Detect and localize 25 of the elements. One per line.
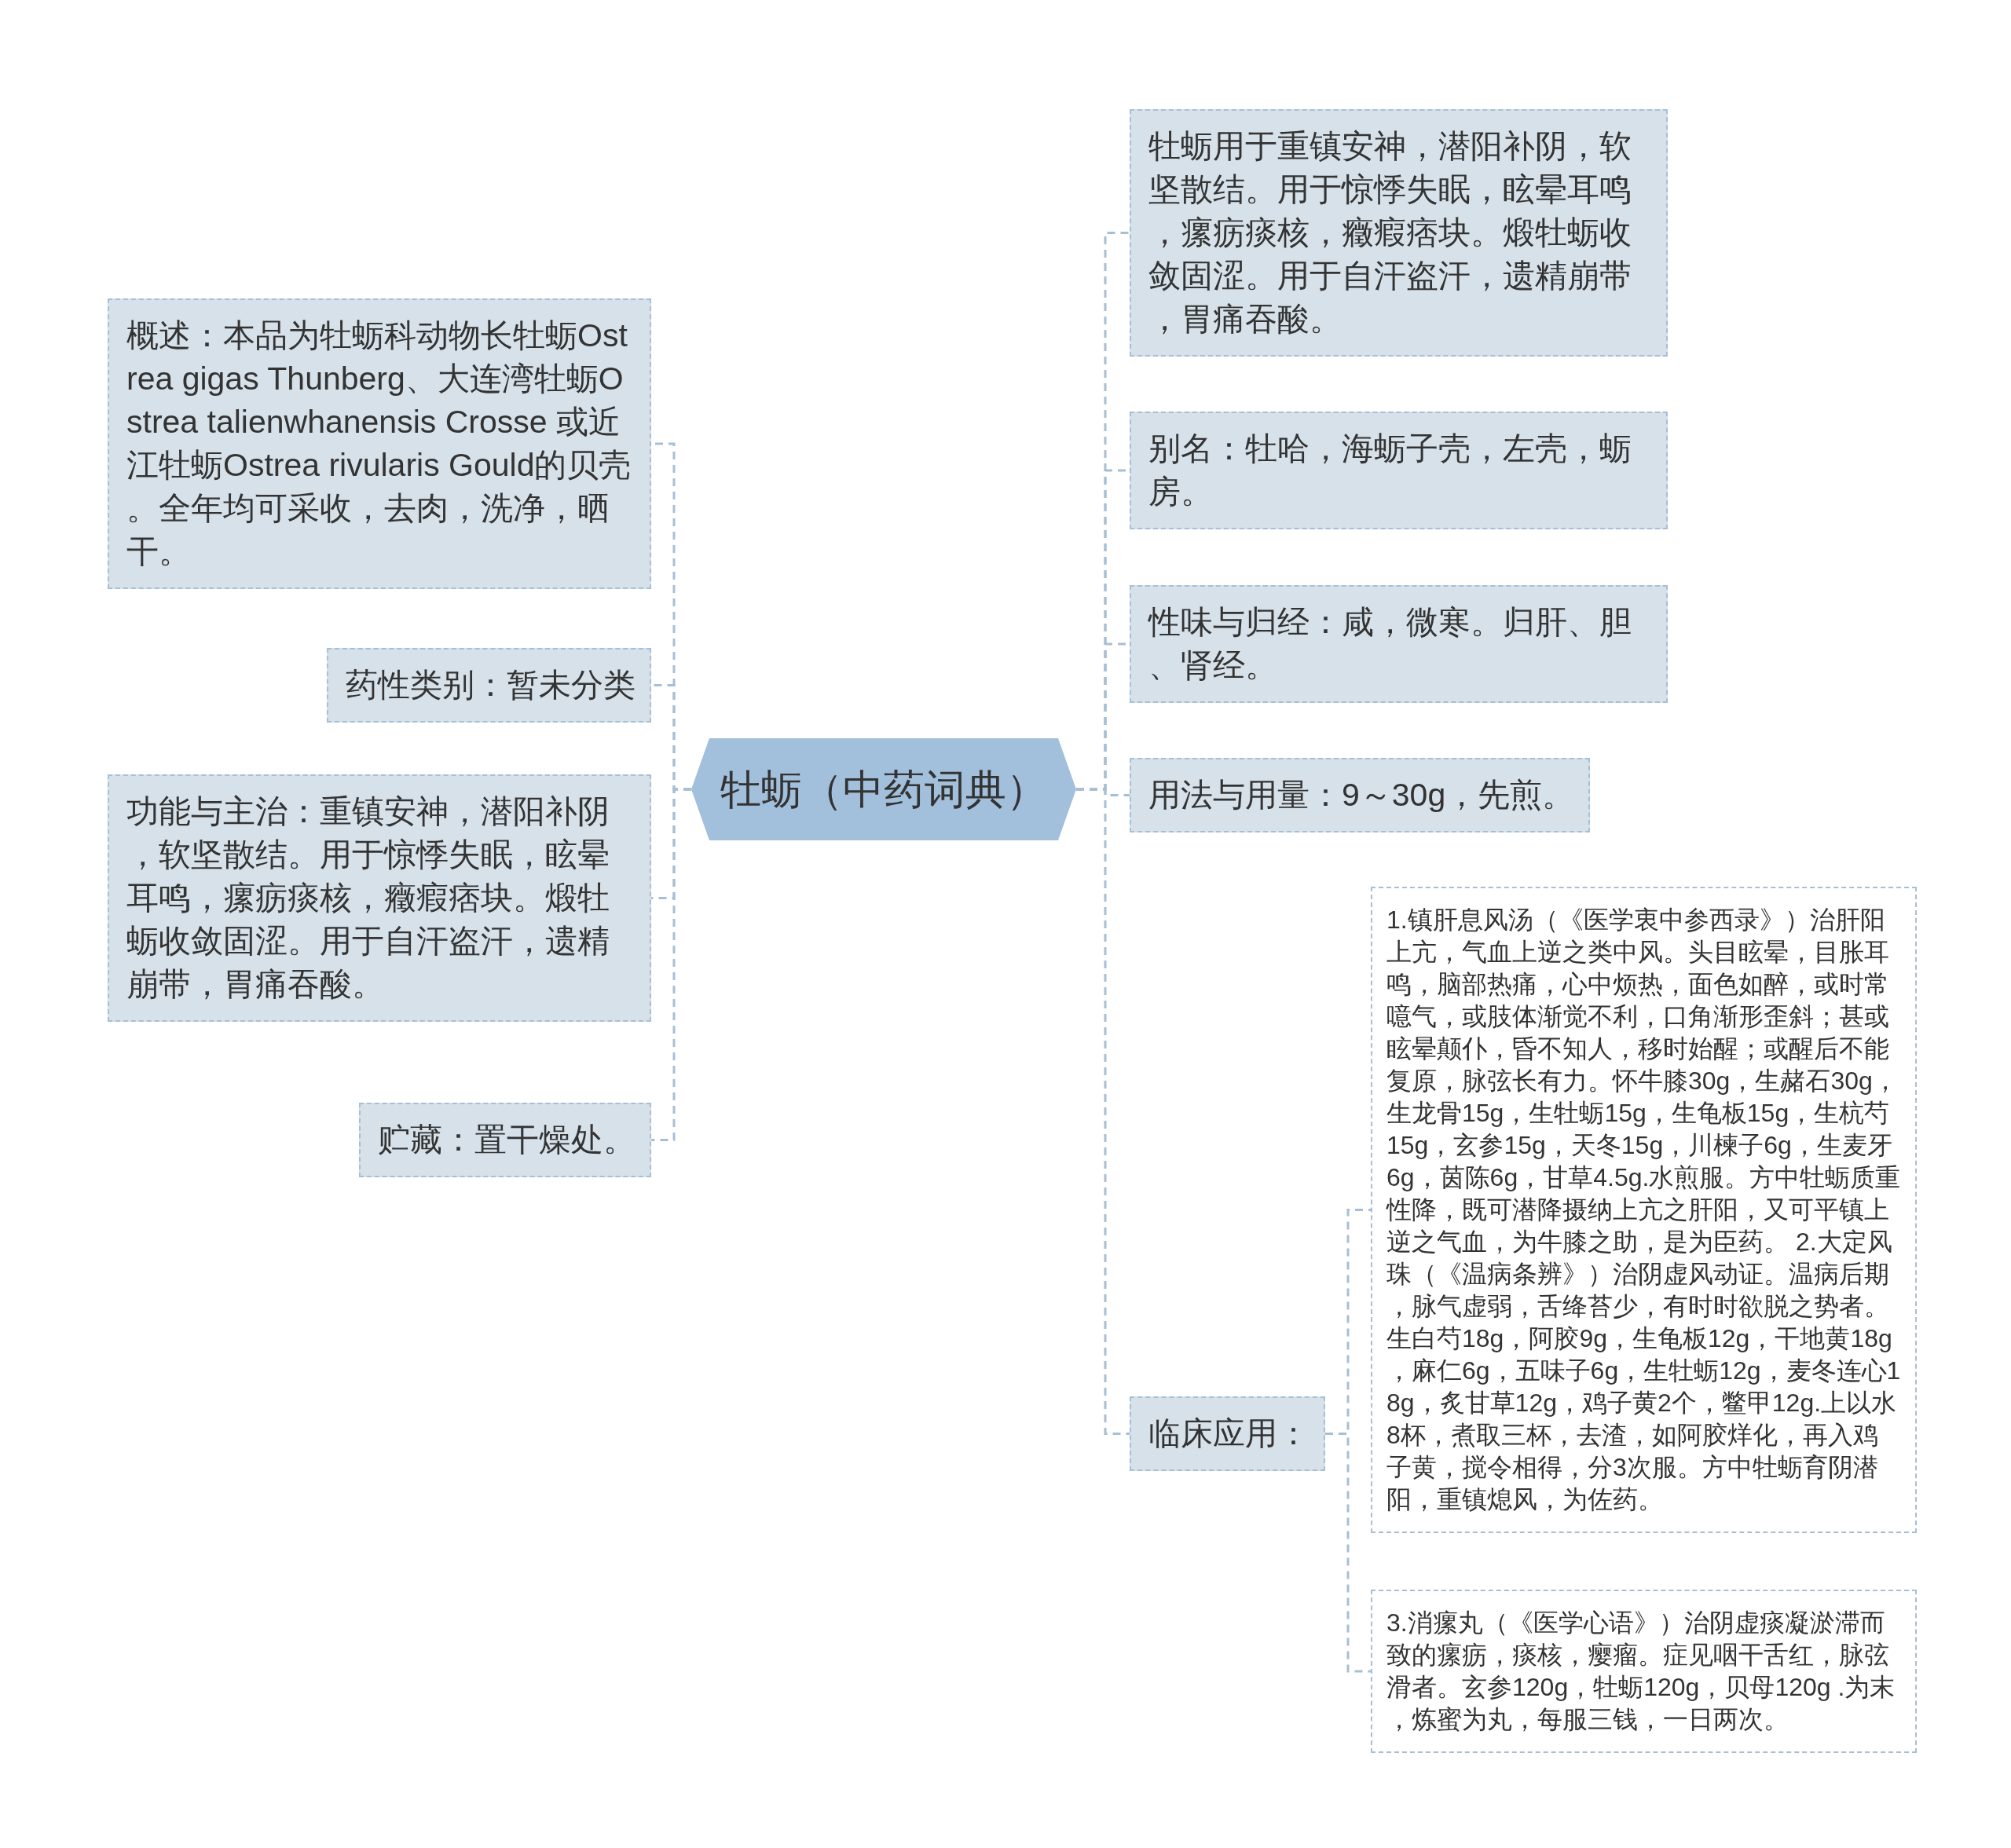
topic-box <box>1130 412 1668 529</box>
note-box <box>1371 1590 1917 1753</box>
topic-text: 临床应用： <box>1148 1414 1310 1453</box>
topic-text: 性味与归经：咸，微寒。归肝、胆、肾经。 <box>1148 603 1632 685</box>
topic-text: 用法与用量：9～30g，先煎。 <box>1148 776 1575 814</box>
topic-box <box>1130 585 1668 703</box>
connector-line <box>651 788 691 1141</box>
topic-box <box>1130 1396 1325 1471</box>
topic-box <box>327 648 651 723</box>
note-text: 1.镇肝息风汤（《医学衷中参西录》）治肝阳上亢，气血上逆之类中风。头目眩晕，目胀耳鸣，脑部热痛，心中烦热，面色如醉，或时常噫气，或肢体渐觉不利，口角渐形歪斜；甚或眩晕颠仆，昏不知人，移时始醒；或醒后不能复原，脉弦长有力。怀牛膝30g，生赭石30g，生龙骨15g，生牡蛎15g，生龟板15g，生杭芍15g，玄参15g，天冬15g，川楝子6g，生麦牙6g，茵陈6g，甘草4.5g.水煎服。方中牡蛎质重性降，既可潜降摄纳上亢之肝阳，又可平镇上逆之气血，为牛膝之助，是为臣药。 2.大定风珠（《温病条辨》）治阴虚风动证。温病后期，脉气虚弱，舌绛苔少，有时时欲脱之势者。生白芍18g，阿胶9g，生龟板12g，干地黄18g，麻仁6g，五味子6g，生牡蛎12g，麦冬连心18g，炙甘草12g，鸡子黄2个，鳖甲12g.上以水8杯，煮取三杯，去渣，如阿胶烊化，再入鸡子黄，搅令相得，分3次服。方中牡蛎育阴潜阳，重镇熄风，为佐药。 <box>1386 905 1901 1515</box>
topic-text: 别名：牡哈，海蛎子壳，左壳，蛎房。 <box>1148 430 1632 511</box>
topic-text: 药性类别：暂未分类 <box>346 666 636 704</box>
topic-box <box>359 1103 651 1177</box>
note-text: 3.消瘰丸（《医学心语》）治阴虚痰凝淤滞而致的瘰疬，痰核，瘿瘤。症见咽干舌红，脉弦滑者。玄参120g，牡蛎120g，贝母120g .为末，炼蜜为丸，每服三钱，一日两次。 <box>1386 1608 1896 1735</box>
topic-text: 概述：本品为牡蛎科动物长牡蛎Ostrea gigas Thunberg、大连湾牡蛎Ostrea talienwhanensis Crosse 或近江牡蛎Ostrea rivularis Gould的贝壳。全年均可采收，去肉，洗净，晒干。 <box>126 317 632 571</box>
connector-line <box>1325 1433 1371 1673</box>
central-topic-title: 牡蛎（中药词典） <box>720 766 1047 814</box>
topic-box <box>1130 109 1668 357</box>
central-topic <box>691 738 1076 840</box>
topic-box <box>108 774 651 1022</box>
topic-text: 牡蛎用于重镇安神，潜阳补阴，软坚散结。用于惊悸失眠，眩晕耳鸣，瘰疬痰核，癥瘕痞块。煅牡蛎收敛固涩。用于自汗盗汗，遗精崩带，胃痛吞酸。 <box>1148 127 1632 338</box>
topic-text: 功能与主治：重镇安神，潜阳补阴，软坚散结。用于惊悸失眠，眩晕耳鸣，瘰疬痰核，癥瘕痞块。煅牡蛎收敛固涩。用于自汗盗汗，遗精崩带，胃痛吞酸。 <box>126 792 610 1004</box>
topic-box <box>1130 758 1591 833</box>
topic-box <box>108 298 651 589</box>
topic-text: 贮藏：置干燥处。 <box>378 1121 636 1159</box>
